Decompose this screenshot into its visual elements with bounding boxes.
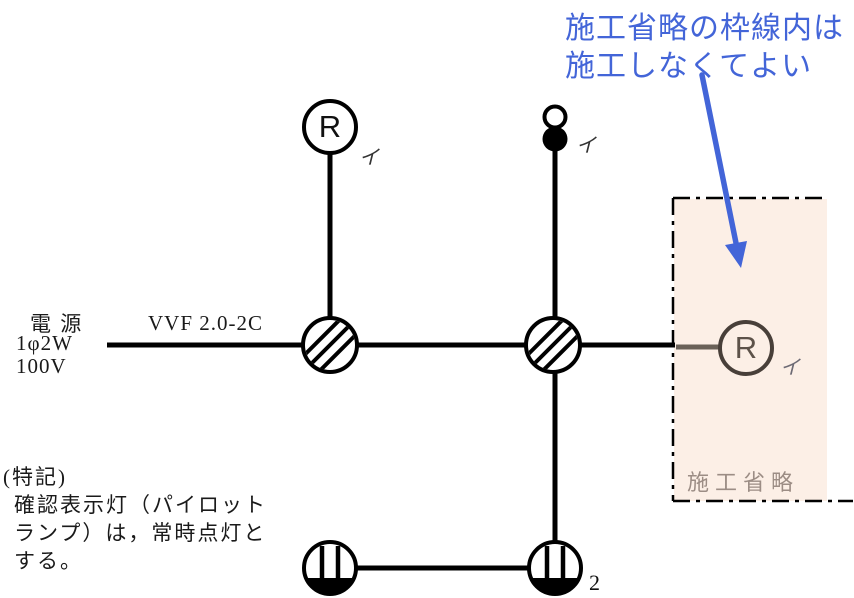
receptacle-letter: R [318, 109, 342, 144]
cable-label: VVF 2.0-2C [148, 311, 264, 335]
wall-outlet-left-symbol [302, 540, 358, 596]
power-source-voltage: 100V [16, 354, 67, 378]
construction-omission-box [671, 196, 853, 503]
omitted-receptacle-letter: R [734, 330, 758, 365]
special-note-line2: 確認表示灯（パイロット [14, 493, 267, 517]
annotation-text-line1: 施工省略の枠線内は [565, 12, 844, 45]
annotation-text-line2: 施工しなくてよい [565, 50, 813, 83]
special-note-title: (特記) [3, 465, 67, 489]
pilot-lamp-switch-symbol [542, 104, 568, 152]
special-note-line3: ランプ）は，常時点灯と [14, 521, 267, 545]
switch-icon [542, 126, 568, 152]
wires [107, 150, 675, 571]
pilot-lamp-icon [542, 104, 568, 130]
omission-zone-fill [674, 199, 827, 501]
wall-outlet-right-symbol [527, 540, 583, 596]
power-source-phase: 1φ2W [16, 331, 73, 355]
junction-box-1-symbol [301, 316, 359, 374]
omitted-receptacle-subscript: イ [780, 357, 800, 379]
junction-box-2-symbol [524, 316, 582, 374]
omitted-lamp-receptacle-symbol [718, 320, 774, 376]
power-source-label: 電 源 [30, 312, 84, 336]
outlet-count-label: 2 [589, 570, 600, 595]
omission-zone-caption: 施工省略 [687, 470, 800, 495]
switch-circuit-subscript: イ [576, 135, 596, 157]
lamp-receptacle-symbol [302, 99, 358, 155]
annotation-arrow-icon [699, 72, 747, 268]
receptacle-circuit-subscript: イ [359, 147, 379, 169]
special-note-line4: する。 [14, 549, 83, 573]
